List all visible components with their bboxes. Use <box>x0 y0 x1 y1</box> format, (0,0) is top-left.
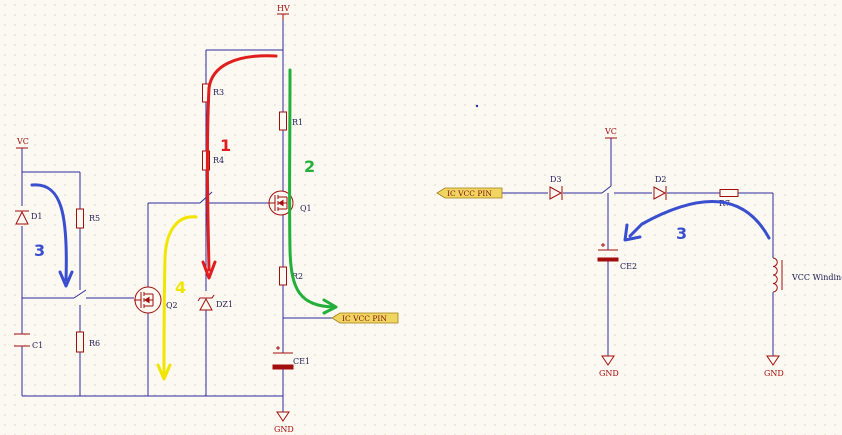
diode-d2: D2 <box>653 175 667 200</box>
vc-left-label: VC <box>16 137 29 146</box>
annotation-label-1: 1 <box>220 136 231 155</box>
diode-d1: D1 <box>15 210 43 225</box>
r1-label: R1 <box>292 118 303 127</box>
gnd-ce2-label: GND <box>599 369 619 378</box>
gnd-main-label: GND <box>274 425 294 434</box>
d2-label: D2 <box>655 175 667 184</box>
d1-label: D1 <box>31 212 43 221</box>
mosfet-q2: Q2 <box>134 286 178 314</box>
capacitor-ce1: CE1 <box>272 346 310 370</box>
r5-label: R5 <box>89 214 100 223</box>
dz1-label: DZ1 <box>216 300 233 309</box>
ce2-label: CE2 <box>620 262 637 271</box>
resistor-r3: R3 <box>202 83 224 103</box>
annotation-path-1: 1 <box>201 54 278 280</box>
annotation-path-4: 4 <box>156 215 198 381</box>
vc-power-symbol-left: VC <box>16 137 29 149</box>
annotation-label-3-left: 3 <box>34 241 45 260</box>
c1-label: C1 <box>32 341 43 350</box>
annotation-path-3-right: 3 <box>623 200 771 243</box>
vc-right-label: VC <box>604 127 617 136</box>
right-circuit-wires <box>475 104 774 356</box>
annotation-path-2: 2 <box>288 68 338 315</box>
annotation-label-4: 4 <box>175 278 186 297</box>
diode-d3: D3 <box>549 175 563 200</box>
vc-power-symbol-right: VC <box>604 127 617 139</box>
gnd-symbol-ce2: GND <box>599 355 619 378</box>
r6-label: R6 <box>89 339 100 348</box>
ce1-label: CE1 <box>293 357 310 366</box>
annotation-label-2: 2 <box>304 157 315 176</box>
capacitor-c1: C1 <box>14 333 43 350</box>
port-right-label: IC VCC PIN <box>447 189 492 198</box>
annotation-label-3-right: 3 <box>676 224 687 243</box>
resistor-r5: R5 <box>76 208 100 229</box>
resistor-r2: R2 <box>279 266 303 286</box>
q2-label: Q2 <box>166 301 178 310</box>
hv-power-symbol: HV <box>277 4 290 20</box>
d3-label: D3 <box>550 175 562 184</box>
r4-label: R4 <box>213 156 224 165</box>
q1-label: Q1 <box>300 204 312 213</box>
resistor-r4: R4 <box>202 150 224 171</box>
gnd-symbol-main: GND <box>274 411 294 434</box>
vcc-winding-inductor: VCC Winding <box>772 257 842 293</box>
annotation-path-3-left: 3 <box>30 183 74 288</box>
port-left-label: IC VCC PIN <box>342 314 387 323</box>
r3-label: R3 <box>213 88 224 97</box>
resistor-r1: R1 <box>279 111 303 131</box>
capacitor-ce2: CE2 <box>597 243 637 271</box>
gnd-winding-label: GND <box>764 369 784 378</box>
mosfet-q1: Q1 <box>268 190 312 216</box>
winding-label: VCC Winding <box>791 273 842 282</box>
port-ic-vcc-pin-left: IC VCC PIN <box>331 312 399 324</box>
hv-label: HV <box>277 4 290 13</box>
port-ic-vcc-pin-right: IC VCC PIN <box>436 187 503 199</box>
gnd-symbol-winding: GND <box>764 355 784 378</box>
resistor-r6: R6 <box>76 331 100 353</box>
left-circuit-wires <box>21 20 332 412</box>
r2-label: R2 <box>292 272 303 281</box>
zener-dz1: DZ1 <box>197 294 233 311</box>
